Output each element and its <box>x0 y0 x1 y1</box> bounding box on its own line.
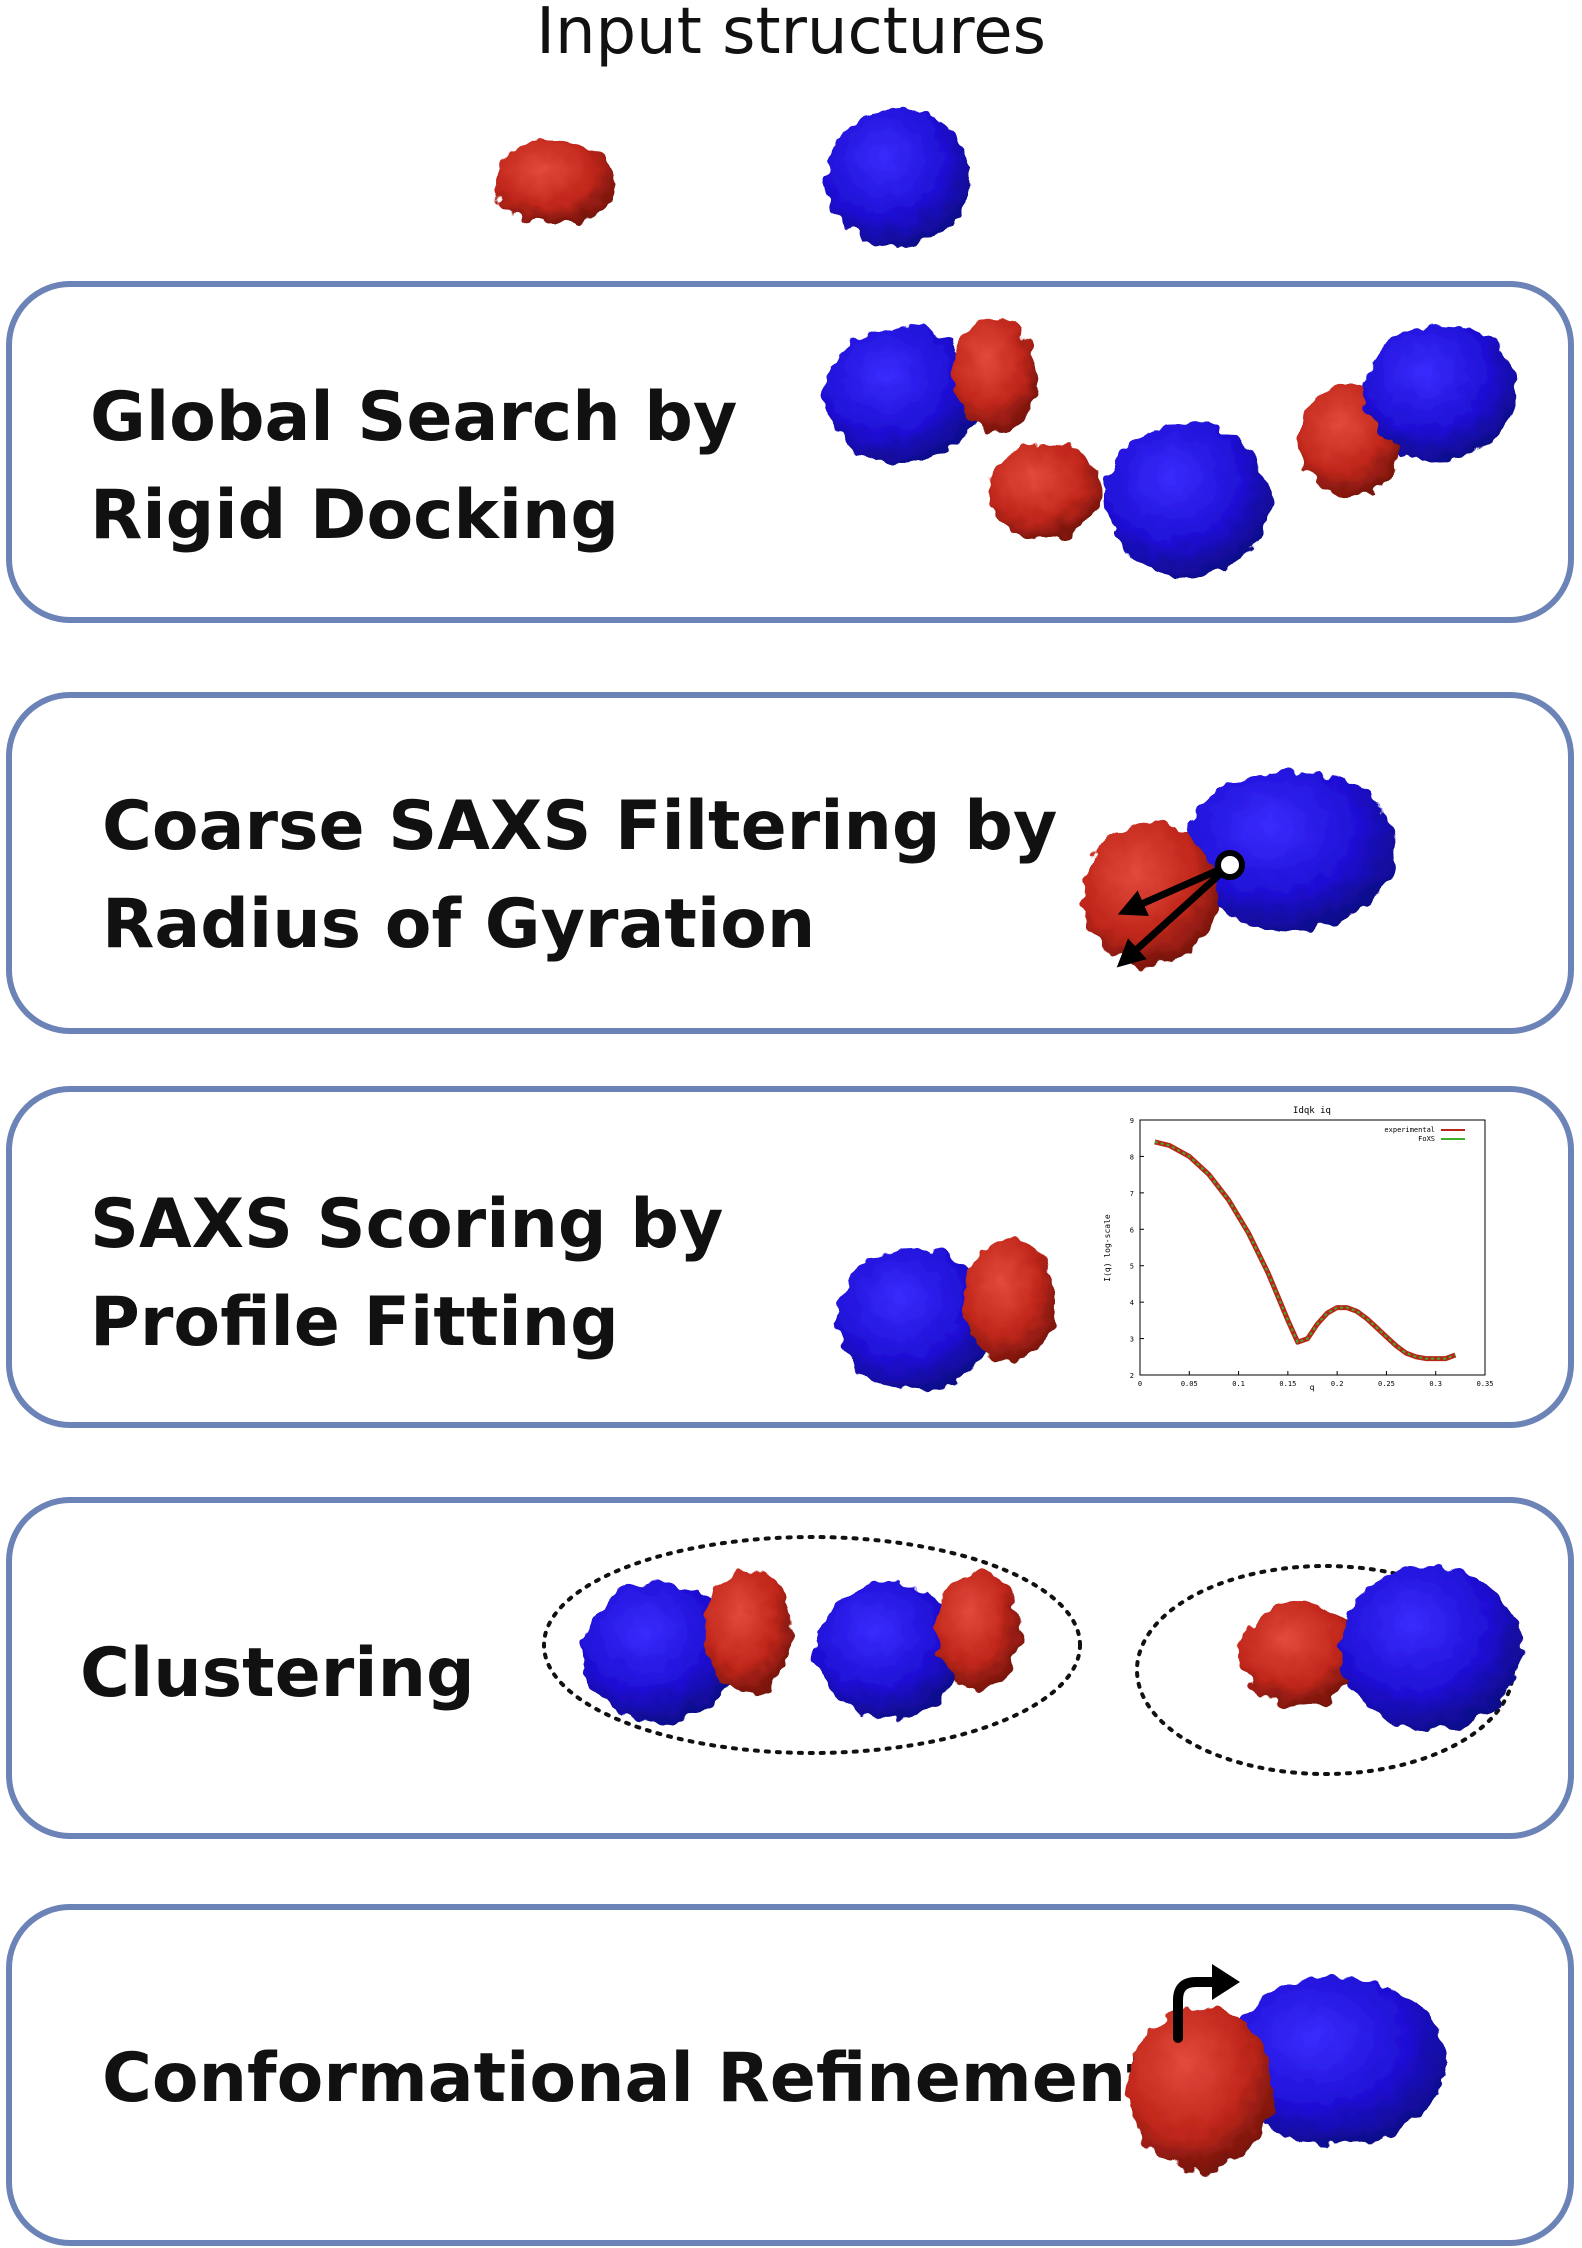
y-tick-label: 2 <box>1130 1372 1134 1380</box>
stage-label-line-1: Global Search by <box>90 378 738 457</box>
chart-ylabel: I(q) log-scale <box>1103 1214 1112 1282</box>
radius-arrow-2 <box>1116 862 1233 968</box>
stage-label-line-2: Profile Fitting <box>90 1283 619 1362</box>
stage-label-line-1: Coarse SAXS Filtering by <box>102 787 1058 866</box>
y-tick-label: 5 <box>1130 1263 1134 1271</box>
docked-pose-2-blue <box>1106 424 1270 576</box>
x-tick-label: 0.05 <box>1181 1380 1198 1388</box>
stage-label: Conformational Refinement <box>102 2030 1159 2128</box>
y-tick-label: 7 <box>1130 1190 1134 1198</box>
input-protein-blue <box>826 108 970 248</box>
x-tick-label: 0.1 <box>1232 1380 1245 1388</box>
y-tick-label: 6 <box>1130 1226 1134 1234</box>
y-tick-label: 3 <box>1130 1336 1134 1344</box>
stage-label: SAXS Scoring by Profile Fitting <box>90 1176 723 1372</box>
x-tick-label: 0.2 <box>1331 1380 1344 1388</box>
stage-label: Clustering <box>80 1625 475 1723</box>
refined-complex-red <box>1128 2006 1272 2170</box>
chart-title: Idqk iq <box>1293 1106 1331 1116</box>
y-tick-label: 4 <box>1130 1299 1134 1307</box>
y-tick-label: 8 <box>1130 1153 1134 1161</box>
complex-blue <box>1185 770 1395 930</box>
stage-clustering: Clustering <box>6 1497 1574 1839</box>
stage-label-line-2: Radius of Gyration <box>102 885 816 964</box>
y-tick-label: 9 <box>1130 1117 1134 1125</box>
docked-pose-1-blue <box>824 327 980 463</box>
cluster-1b-blue <box>815 1582 965 1718</box>
legend-label: FoXS <box>1418 1135 1435 1143</box>
docked-pose-3-blue <box>1364 324 1516 460</box>
page-title: Input structures <box>536 0 1046 69</box>
scored-complex-blue <box>837 1248 993 1392</box>
cluster-2-blue <box>1340 1566 1520 1730</box>
stage-label-line-1: Conformational Refinement <box>102 2039 1159 2118</box>
x-tick-label: 0.25 <box>1378 1380 1395 1388</box>
scored-complex-red <box>964 1238 1056 1362</box>
refined-complex-blue <box>1225 1978 1445 2146</box>
stage-label-line-1: Clustering <box>80 1634 475 1713</box>
legend-label: experimental <box>1384 1126 1435 1134</box>
refinement-rotation-arrowhead <box>1212 1964 1240 2000</box>
docked-pose-2-red <box>987 444 1103 540</box>
x-tick-label: 0 <box>1138 1380 1142 1388</box>
x-tick-label: 0.15 <box>1279 1380 1296 1388</box>
chart-xlabel: q <box>1310 1383 1315 1392</box>
stage-label: Coarse SAXS Filtering by Radius of Gyrat… <box>102 778 1057 974</box>
docked-pose-1-red <box>953 317 1037 433</box>
cluster-1a-red <box>704 1570 792 1694</box>
series-line-FoXS <box>1154 1140 1456 1360</box>
input-protein-red <box>495 140 615 224</box>
cluster-1a-blue <box>582 1582 738 1722</box>
complex-red <box>1082 823 1218 967</box>
radius-arrow-1 <box>1117 861 1232 917</box>
stage-label: Global Search by Rigid Docking <box>90 369 737 565</box>
refinement-rotation-arrow <box>1173 1977 1225 2043</box>
cluster-ring-1 <box>542 1535 1082 1755</box>
cluster-2-red <box>1240 1603 1360 1707</box>
x-tick-label: 0.35 <box>1477 1380 1494 1388</box>
x-tick-label: 0.3 <box>1429 1380 1442 1388</box>
stage-label-line-2: Rigid Docking <box>90 476 620 555</box>
center-of-mass-dot <box>1215 850 1245 880</box>
stage-label-line-1: SAXS Scoring by <box>90 1185 724 1264</box>
cluster-1b-red <box>936 1570 1020 1690</box>
